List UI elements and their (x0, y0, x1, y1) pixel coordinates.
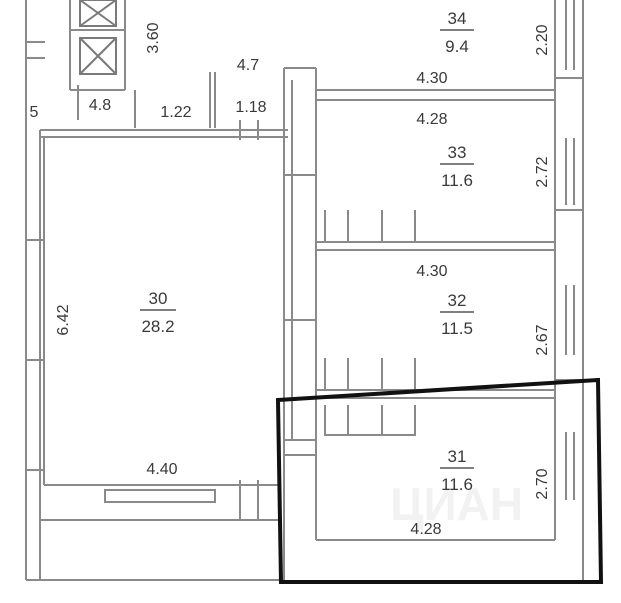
walls (25, 0, 584, 582)
dim-5: 5 (30, 104, 39, 121)
dim-2-72: 2.72 (534, 156, 551, 187)
dim-1-22: 1.22 (160, 104, 191, 121)
room-area: 28.2 (141, 317, 174, 336)
dim-4-30-mid: 4.30 (416, 263, 447, 280)
room-area: 11.6 (441, 475, 473, 494)
dim-3-60: 3.60 (145, 22, 162, 53)
room-number: 30 (149, 289, 168, 308)
room-number: 32 (448, 291, 467, 310)
dimension-labels: 3.60 4.7 4.8 1.22 1.18 5 2.20 4.30 4.28 … (30, 22, 551, 538)
room-34-label: 34 9.4 (440, 9, 474, 56)
room-33-label: 33 11.6 (440, 143, 474, 190)
dim-2-20: 2.20 (534, 24, 551, 55)
stove-icon (79, 0, 117, 75)
dim-4-30-top: 4.30 (416, 70, 447, 87)
dim-4-40: 4.40 (146, 461, 177, 478)
room-number: 34 (448, 9, 467, 28)
room-area: 9.4 (445, 37, 469, 56)
room-number: 31 (448, 447, 467, 466)
dim-2-67: 2.67 (534, 324, 551, 355)
room-31-label: 31 11.6 (440, 447, 474, 494)
dim-4-7: 4.7 (237, 57, 259, 74)
room-area: 11.5 (441, 319, 473, 338)
watermark: ЦИАН (390, 478, 523, 530)
room-31-highlight (275, 377, 604, 584)
room-number: 33 (448, 143, 467, 162)
dim-4-28-bottom: 4.28 (410, 521, 441, 538)
dim-4-28-top: 4.28 (416, 111, 447, 128)
dim-4-8: 4.8 (89, 97, 111, 114)
dim-2-70: 2.70 (534, 468, 551, 499)
dim-6-42: 6.42 (55, 304, 72, 335)
room-30-label: 30 28.2 (140, 289, 176, 336)
room-area: 11.6 (441, 171, 473, 190)
room-32-label: 32 11.5 (440, 291, 474, 338)
dim-1-18: 1.18 (235, 99, 266, 116)
